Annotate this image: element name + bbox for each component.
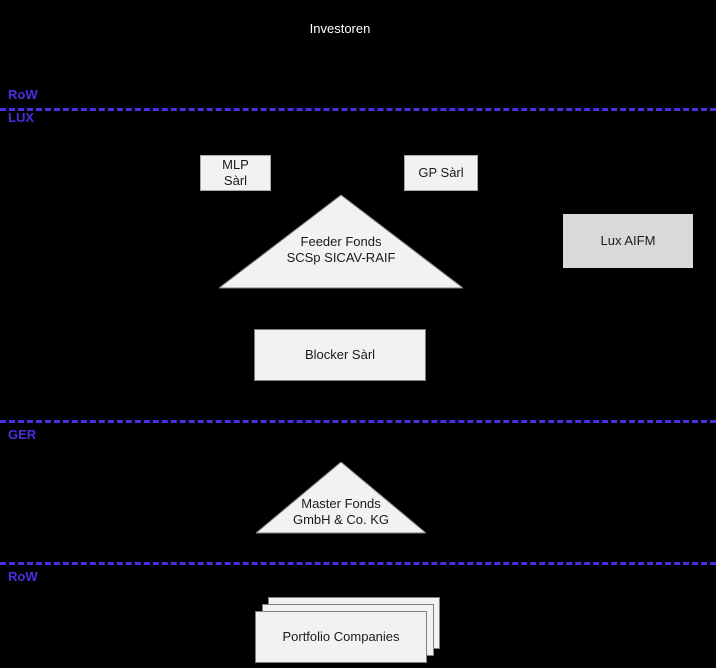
region-label-lux: LUX bbox=[8, 110, 34, 125]
divider-row-lux bbox=[0, 108, 716, 111]
divider-lux-ger bbox=[0, 420, 716, 423]
portfolio-card-front[interactable]: Portfolio Companies bbox=[255, 611, 427, 663]
entity-master-fund[interactable]: Master Fonds GmbH & Co. KG bbox=[256, 462, 426, 534]
entity-portfolio-label: Portfolio Companies bbox=[282, 629, 400, 644]
entity-gp-label: GP Sàrl bbox=[418, 165, 464, 180]
entity-portfolio-companies[interactable]: Portfolio Companies bbox=[255, 597, 445, 668]
region-label-ger: GER bbox=[8, 427, 37, 442]
region-label-row-bottom: RoW bbox=[8, 569, 38, 584]
investors-label: Investoren bbox=[309, 21, 371, 36]
entity-mlp-line1: MLP bbox=[222, 157, 249, 172]
entity-lux-aifm-label: Lux AIFM bbox=[600, 233, 656, 248]
feeder-fund-triangle-shape bbox=[219, 195, 463, 289]
divider-ger-row bbox=[0, 562, 716, 565]
master-fund-triangle-shape bbox=[256, 462, 426, 534]
entity-feeder-fund[interactable]: Feeder Fonds SCSp SICAV-RAIF bbox=[219, 195, 463, 289]
entity-blocker-sarl[interactable]: Blocker Sàrl bbox=[254, 329, 426, 381]
entity-mlp-sarl[interactable]: MLP Sàrl bbox=[200, 155, 271, 191]
entity-lux-aifm[interactable]: Lux AIFM bbox=[563, 214, 693, 268]
entity-gp-sarl[interactable]: GP Sàrl bbox=[404, 155, 478, 191]
entity-mlp-line2: Sàrl bbox=[223, 173, 248, 188]
region-label-row-top: RoW bbox=[8, 87, 38, 102]
entity-blocker-label: Blocker Sàrl bbox=[304, 347, 376, 362]
